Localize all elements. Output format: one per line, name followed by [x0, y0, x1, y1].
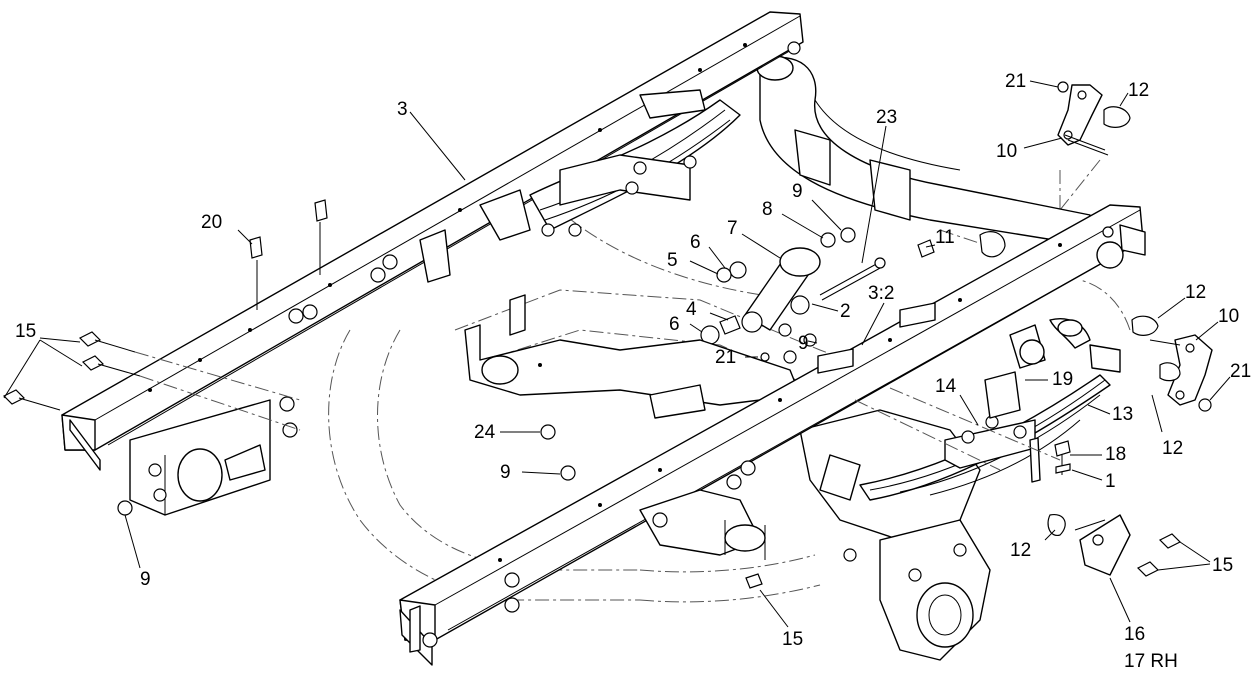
callout-17-rh: 17 RH	[1124, 651, 1178, 672]
leader-lines	[3, 80, 1231, 628]
callout-18: 18	[1105, 444, 1126, 465]
rear-hanger-bracket-right	[1047, 513, 1182, 577]
callout-13: 13	[1112, 404, 1133, 425]
shackle-lower	[1131, 315, 1213, 412]
callout-9-bottom-left: 9	[140, 569, 151, 590]
spring-hanger-bracket	[464, 294, 801, 419]
callout-3-2: 3:2	[868, 283, 894, 304]
leaf-spring	[859, 318, 1121, 501]
callout-15-right: 15	[1212, 555, 1233, 576]
bolts-left	[2, 331, 301, 431]
spring-plate	[944, 324, 1046, 469]
misc-hardware	[249, 199, 1071, 483]
callout-24: 24	[474, 422, 496, 443]
callout-21-mid: 21	[715, 347, 736, 368]
callout-10-top: 10	[996, 141, 1017, 162]
callout-21-top: 21	[1005, 71, 1026, 92]
callout-12-right-lower: 12	[1162, 438, 1183, 459]
callout-5: 5	[667, 250, 678, 271]
cross-tube-upper	[756, 55, 1091, 246]
callout-labels: 3 20 15 9 23 21 12 10 9 8 7 6 5 11 4 6 2…	[15, 71, 1251, 672]
callout-12-right-upper: 12	[1185, 282, 1206, 303]
callout-11: 11	[935, 227, 955, 248]
callout-7: 7	[727, 218, 738, 239]
callout-6-upper: 6	[690, 232, 701, 253]
callout-12-top: 12	[1128, 80, 1149, 101]
callout-9-shock-lower: 9	[798, 333, 809, 354]
callout-21-right: 21	[1230, 361, 1251, 382]
callout-23: 23	[876, 107, 897, 128]
shock-absorber	[700, 227, 886, 364]
callout-1: 1	[1105, 471, 1116, 492]
callout-6-lower: 6	[669, 314, 680, 335]
callout-16: 16	[1124, 624, 1145, 645]
callout-20: 20	[201, 212, 222, 233]
callout-14: 14	[935, 376, 957, 397]
shackle-bracket-left	[117, 396, 298, 516]
callout-12-bottom: 12	[1010, 540, 1031, 561]
callout-19: 19	[1052, 369, 1073, 390]
callout-2: 2	[840, 301, 851, 322]
callout-9-center: 9	[500, 462, 511, 483]
callout-4: 4	[686, 299, 697, 320]
callout-8: 8	[762, 199, 773, 220]
shackle-upper	[1057, 81, 1131, 156]
callout-10-right: 10	[1218, 306, 1239, 327]
callout-15-bottom: 15	[782, 629, 803, 650]
callout-3: 3	[397, 99, 408, 120]
callout-9-shock-top: 9	[792, 181, 803, 202]
frame-rail-left	[61, 11, 804, 471]
callout-15-left: 15	[15, 321, 36, 342]
axle-housing	[799, 409, 991, 661]
frame-rail-right	[399, 204, 1146, 666]
